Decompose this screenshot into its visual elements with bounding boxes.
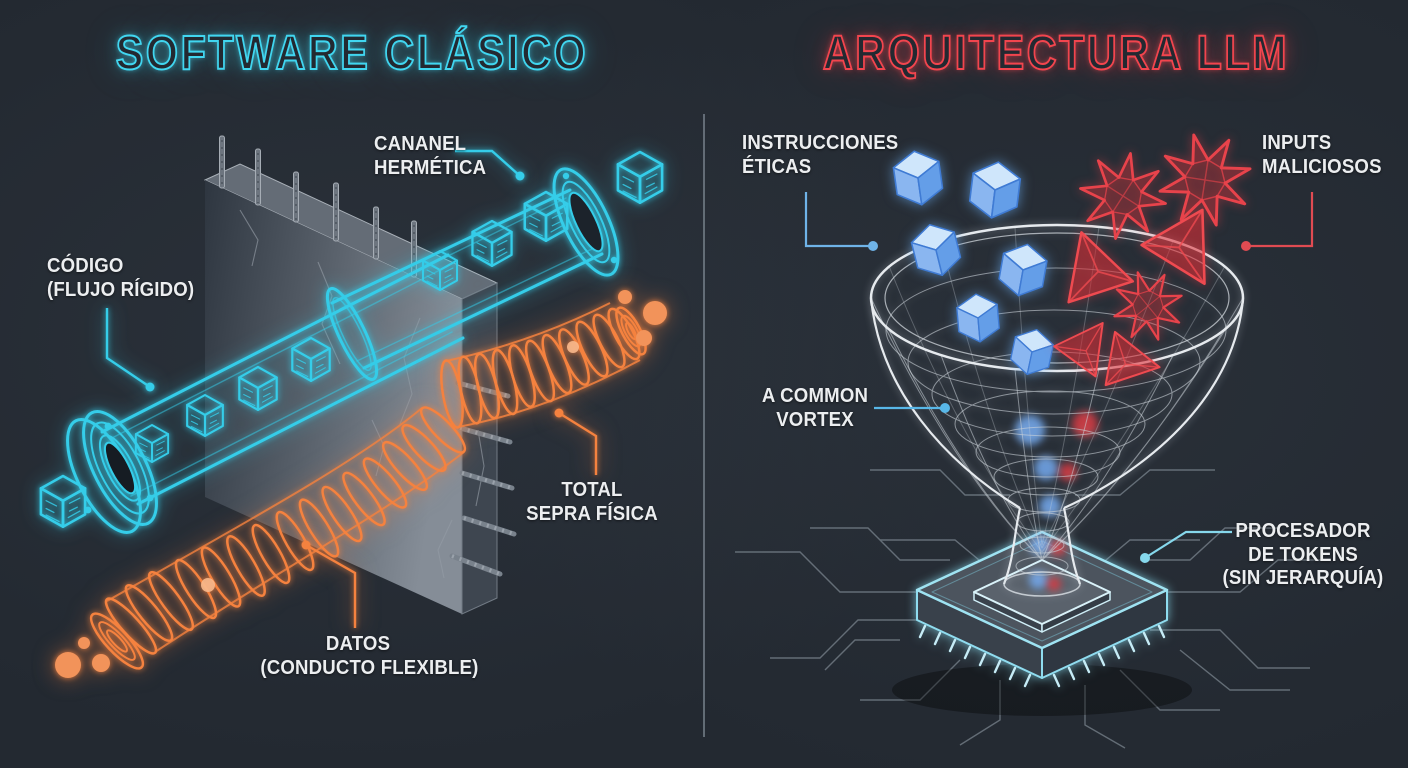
hermetic-channel-tube bbox=[325, 150, 665, 381]
label-line: CÓDIGO bbox=[47, 255, 124, 277]
label-line: INPUTS bbox=[1262, 132, 1332, 154]
label-line: A COMMON bbox=[761, 385, 869, 407]
label-line: VORTEX bbox=[776, 408, 854, 431]
label-line: DATOS bbox=[325, 633, 391, 655]
chip-shadow bbox=[892, 664, 1192, 716]
rebar-rods-side bbox=[449, 380, 517, 577]
label-line: SEPRA FÍSICA bbox=[526, 502, 658, 525]
leader-canal bbox=[455, 149, 525, 181]
blue-cube-icon bbox=[907, 218, 965, 282]
label-line: MALICIOSOS bbox=[1262, 155, 1382, 178]
blended-token-stream bbox=[1015, 411, 1098, 591]
funnel-mesh-radials-front bbox=[870, 297, 1244, 561]
leader-codigo bbox=[105, 308, 155, 392]
right-panel-title: ARQUITECTURA LLM bbox=[822, 26, 1290, 81]
label-datos-conducto-flexible: DATOS (CONDUCTO FLEXIBLE) bbox=[260, 633, 479, 680]
red-spiky-star-icon bbox=[1071, 144, 1175, 248]
label-codigo-flujo-rigido: CÓDIGO (FLUJO RÍGIDO) bbox=[47, 255, 194, 302]
left-panel-title: SOFTWARE CLÁSICO bbox=[115, 26, 589, 81]
blue-cube-icon bbox=[967, 158, 1023, 222]
label-common-vortex: A COMMON VORTEX bbox=[741, 385, 890, 432]
label-instrucciones-eticas: INSTRUCCIONES ÉTICAS bbox=[742, 132, 898, 179]
blue-cube-icon bbox=[955, 291, 1001, 345]
label-line: CANANEL bbox=[374, 133, 467, 155]
flexible-data-conduit-lower bbox=[55, 406, 467, 678]
chip-pins-right bbox=[1052, 624, 1166, 688]
label-line: (SIN JERARQUÍA) bbox=[1222, 567, 1384, 590]
label-line: INSTRUCCIONES bbox=[742, 132, 899, 154]
chip-pins-left bbox=[918, 624, 1032, 688]
leader-vortex bbox=[874, 403, 950, 413]
blue-cube-icon bbox=[996, 239, 1050, 301]
circuit-traces bbox=[735, 469, 1330, 749]
leader-instrucciones bbox=[804, 192, 878, 251]
label-line: HERMÉTICA bbox=[374, 156, 487, 179]
label-inputs-maliciosos: INPUTS MALICIOSOS bbox=[1262, 132, 1382, 179]
label-total-sepra-fisica: TOTAL SEPRA FÍSICA bbox=[522, 479, 662, 526]
processor-chip-icon bbox=[915, 530, 1169, 688]
rebar-rods-top bbox=[219, 135, 417, 278]
leader-datos bbox=[301, 540, 357, 628]
red-spiky-star-icon bbox=[1147, 122, 1263, 238]
rigid-code-tube bbox=[38, 253, 465, 534]
label-procesador-tokens: PROCESADOR DE TOKENS (SIN JERARQUÍA) bbox=[1219, 520, 1386, 591]
ethical-token-cubes bbox=[890, 147, 1057, 380]
label-line: TOTAL bbox=[561, 479, 623, 501]
label-line: (FLUJO RÍGIDO) bbox=[47, 278, 195, 301]
leader-procesador bbox=[1140, 530, 1232, 563]
leader-inputs bbox=[1241, 192, 1314, 251]
label-line: DE TOKENS bbox=[1248, 543, 1358, 566]
label-line: ÉTICAS bbox=[742, 155, 812, 178]
label-line: (CONDUCTO FLEXIBLE) bbox=[260, 656, 479, 679]
leader-total bbox=[554, 408, 598, 475]
blue-cube-icon bbox=[890, 147, 946, 209]
flexible-data-conduit-upper bbox=[440, 290, 667, 429]
concrete-wall bbox=[203, 135, 517, 615]
label-line: PROCESADOR bbox=[1235, 520, 1371, 542]
label-canal-hermetica: CANANEL HERMÉTICA bbox=[374, 133, 486, 180]
